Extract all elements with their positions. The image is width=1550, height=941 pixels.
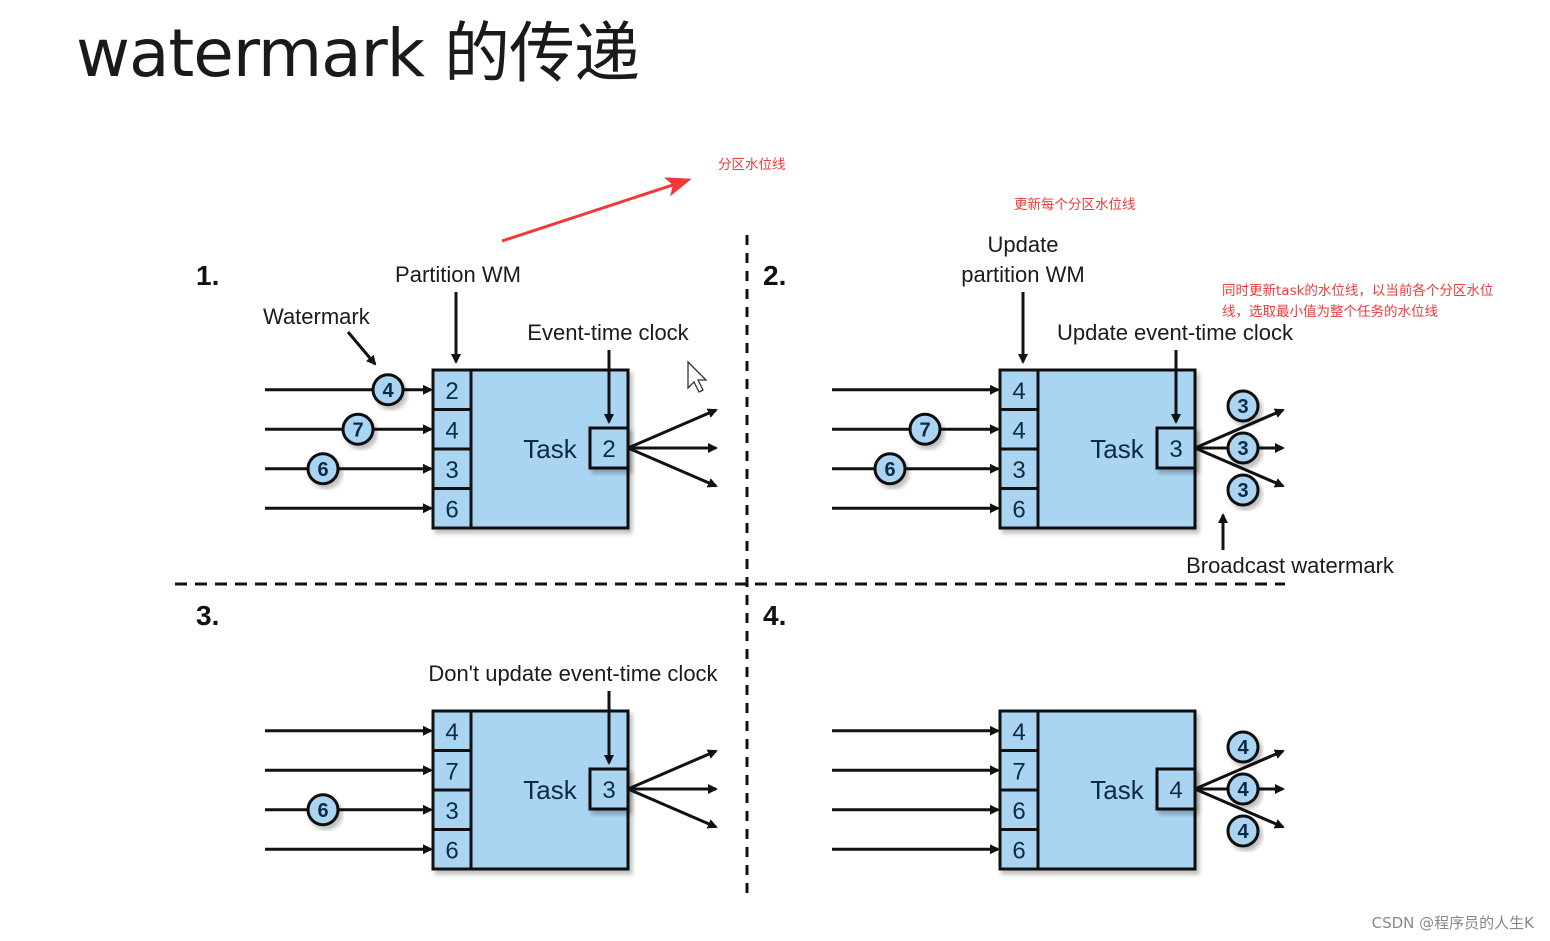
panel-3: 3. 4 7 3 6 Task 3 6 Don't update event-time cloc… [196,600,719,871]
watermark-value: 6 [884,459,895,481]
task-label: Task [523,775,577,805]
output-arrow [627,749,718,791]
watermark-circle [873,452,907,486]
partition-wm-label: Update [988,232,1059,257]
panel-number: 3. [196,600,219,631]
output-arrow [627,787,718,829]
partition-cell [431,749,473,792]
partition-wm-label: partition WM [961,262,1084,287]
task-label: Task [1090,775,1144,805]
partition-cell [431,408,473,451]
task-label: Task [1090,434,1144,464]
broadcast-watermark-circle [1226,772,1260,806]
partition-wm-value: 2 [445,378,458,405]
partition-wm-label: Partition WM [395,262,521,287]
output-arrow [1194,408,1285,450]
partition-wm-value: 3 [1012,457,1025,484]
broadcast-watermark-value: 3 [1237,396,1248,418]
partition-wm-value: 6 [1012,496,1025,523]
partition-cell [998,487,1040,530]
partition-wm-value: 4 [445,719,458,746]
partition-wm-value: 6 [445,837,458,864]
broadcast-watermark-label: Broadcast watermark [1186,553,1395,578]
partition-wm-value: 6 [445,496,458,523]
partition-wm-value: 3 [445,798,458,825]
panel-4: 4. 4 7 6 6 Task 4 4 4 4 [763,600,1285,871]
watermark-pointer-arrow [346,331,377,366]
page-title: watermark 的传递 [76,15,640,92]
partition-wm-value: 4 [445,417,458,444]
event-time-clock-label: Don't update event-time clock [428,661,718,686]
panel-2: 2. 4 4 3 6 Task 3 7 6 3 3 3 Update partition WM Update… [763,232,1395,578]
broadcast-watermark-value: 3 [1237,438,1248,460]
partition-wm-value: 3 [445,457,458,484]
partition-wm-value: 7 [445,758,458,785]
event-time-clock-box [1155,426,1197,470]
partition-cell [431,828,473,871]
event-time-clock-value: 2 [602,436,615,463]
partition-cell [431,788,473,831]
partition-wm-value: 4 [1012,417,1025,444]
csdn-watermark: CSDN @程序员的人生K [1371,914,1534,932]
watermark-circle [908,412,942,446]
partition-wm-value: 6 [1012,798,1025,825]
partition-wm-value: 7 [1012,758,1025,785]
panel-number: 2. [763,260,786,291]
output-arrow [1194,787,1285,829]
event-time-clock-label: Event-time clock [527,320,689,345]
watermark-value: 6 [317,800,328,822]
partition-wm-annotation: 分区水位线 [718,157,786,173]
partition-cell [431,487,473,530]
broadcast-watermark-circle [1226,814,1260,848]
broadcast-watermark-circle [1226,730,1260,764]
partition-wm-value: 6 [1012,837,1025,864]
red-annotation-arrow [501,177,692,243]
panel-number: 4. [763,600,786,631]
output-arrow [1194,749,1285,791]
partition-cell [998,749,1040,792]
watermark-circle [306,452,340,486]
broadcast-watermark-value: 4 [1237,779,1249,801]
event-time-clock-box [588,426,630,470]
panel-number: 1. [196,260,219,291]
broadcast-watermark-circle [1226,389,1260,423]
update-partitions-annotation: 更新每个分区水位线 [1014,197,1136,213]
output-arrow [627,408,718,450]
task-wm-annotation-line2: 线，选取最小值为整个任务的水位线 [1222,304,1438,320]
task-wm-annotation-line1: 同时更新task的水位线，以当前各个分区水位 [1222,283,1494,299]
broadcast-watermark-value: 4 [1237,821,1249,843]
partition-cell [998,447,1040,490]
partition-wm-value: 4 [1012,719,1025,746]
output-arrow [1194,446,1285,488]
broadcast-watermark-value: 3 [1237,480,1248,502]
watermark-circle [371,373,405,407]
watermark-value: 4 [382,380,394,402]
event-time-clock-value: 3 [602,777,615,804]
partition-wm-value: 4 [1012,378,1025,405]
event-time-clock-box [588,767,630,811]
partition-cell [431,368,473,411]
broadcast-watermark-value: 4 [1237,737,1249,759]
event-time-clock-value: 4 [1169,777,1182,804]
watermark-value: 7 [919,419,930,441]
watermark-circle [341,412,375,446]
watermark-value: 7 [352,419,363,441]
mouse-cursor-icon [687,360,708,393]
broadcast-watermark-circle [1226,473,1260,507]
watermark-label: Watermark [263,304,371,329]
task-label: Task [523,434,577,464]
event-time-clock-label: Update event-time clock [1057,320,1294,345]
broadcast-watermark-circle [1226,431,1260,465]
watermark-value: 6 [317,459,328,481]
partition-cell [998,828,1040,871]
output-arrow [627,446,718,488]
partition-cell [431,709,473,752]
event-time-clock-value: 3 [1169,436,1182,463]
watermark-circle [306,793,340,827]
